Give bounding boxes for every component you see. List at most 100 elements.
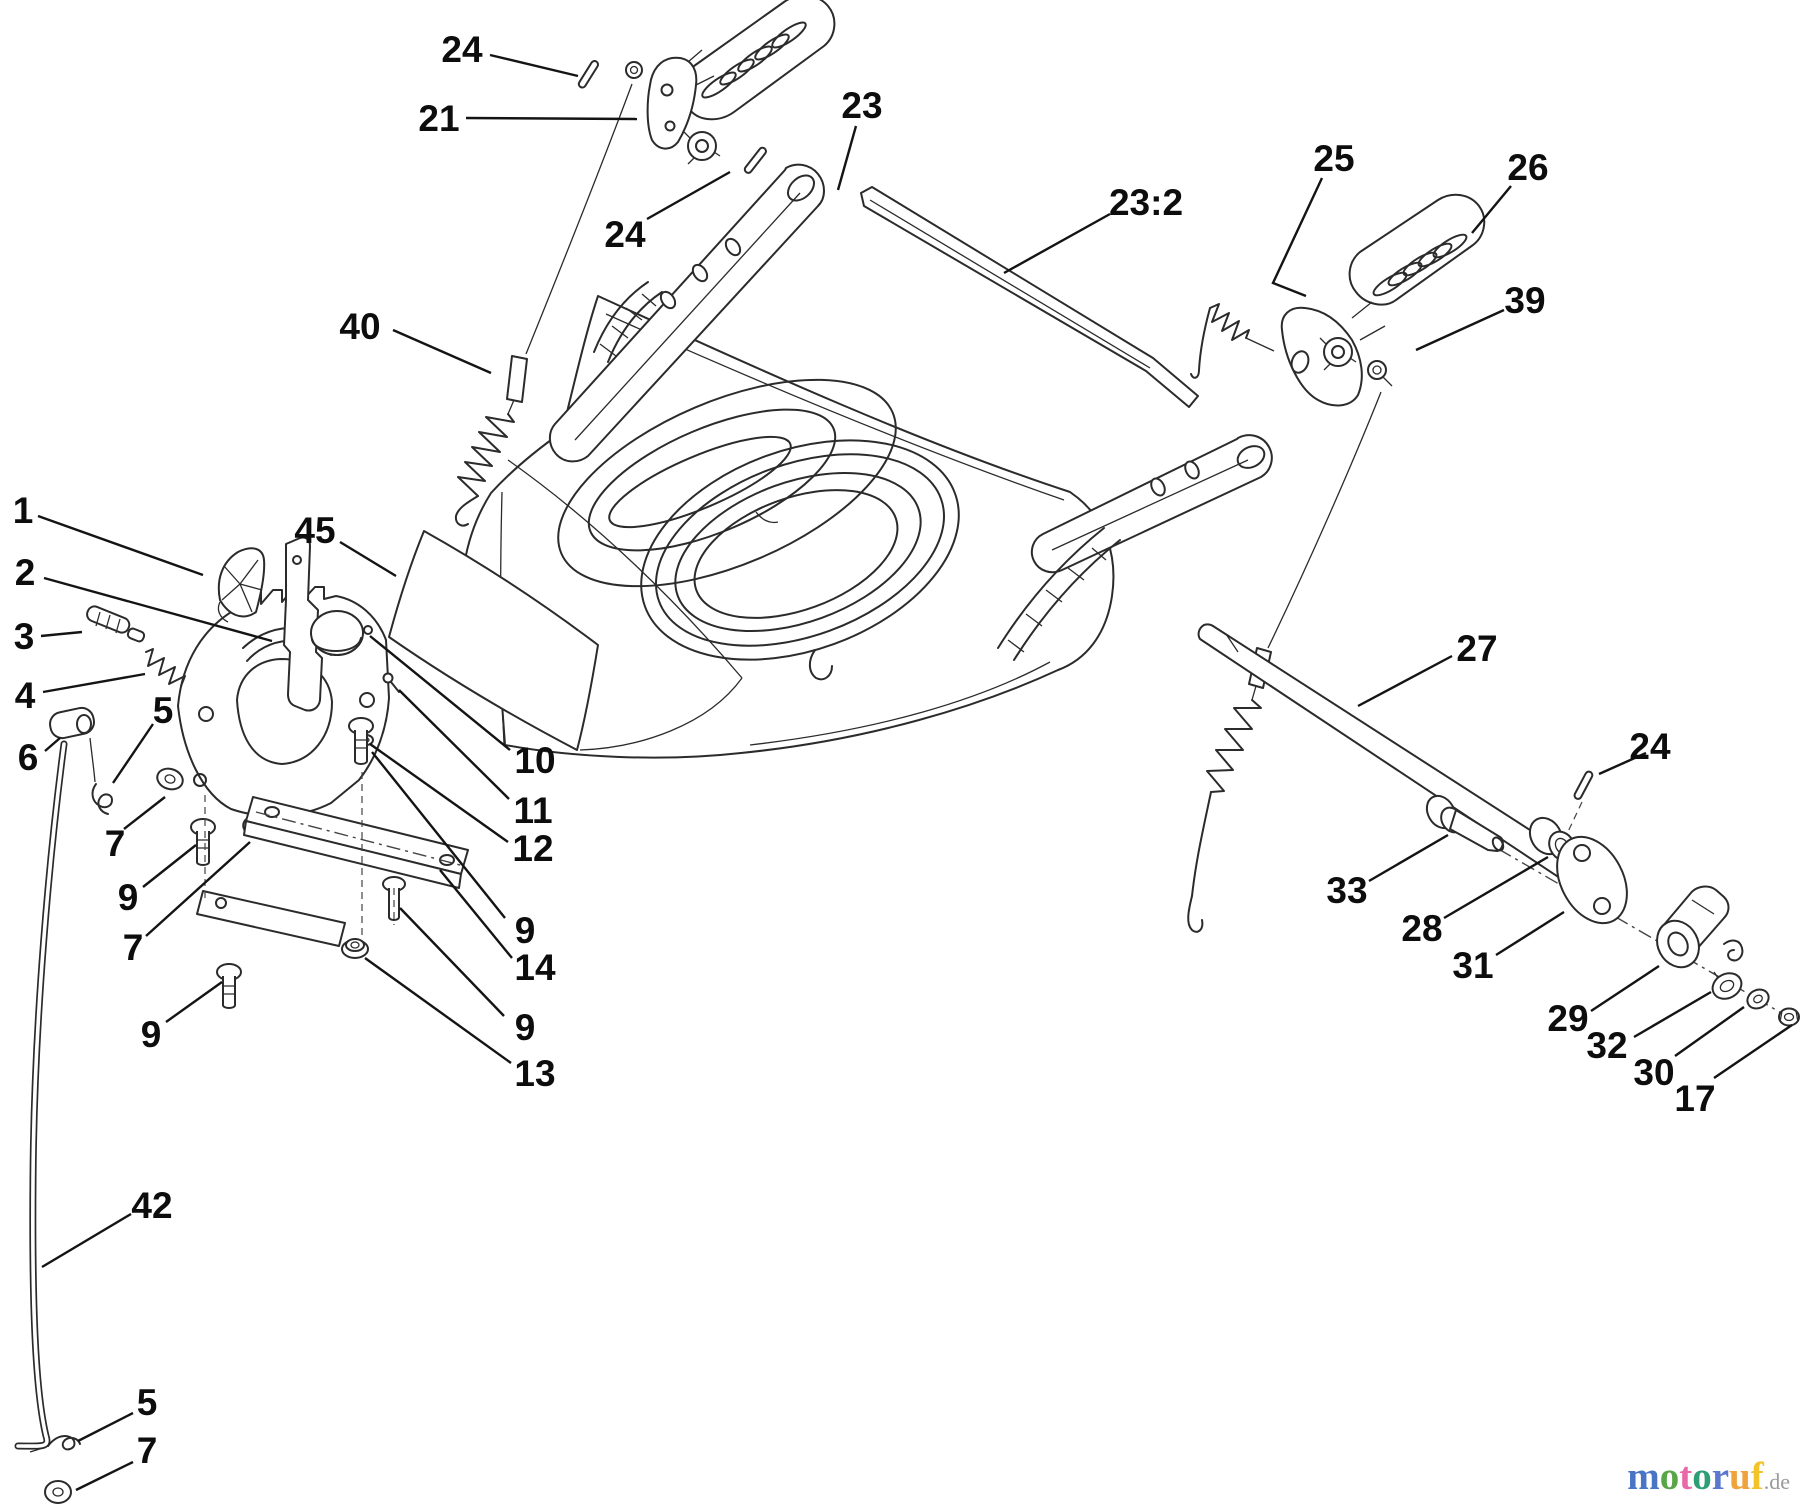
washer-30 bbox=[1746, 988, 1770, 1010]
leader-line-5-bot bbox=[77, 1411, 134, 1443]
leader-line-9-a bbox=[142, 844, 197, 888]
pin-3 bbox=[86, 605, 146, 643]
leader-line-24-top bbox=[489, 53, 579, 78]
shift-lever-2 bbox=[283, 536, 323, 712]
callout-26: 26 bbox=[1471, 147, 1549, 234]
callout-label-5-bot: 5 bbox=[137, 1382, 158, 1423]
callout-label-24-top: 24 bbox=[441, 29, 483, 70]
callout-label-28: 28 bbox=[1401, 908, 1442, 949]
callout-label-32: 32 bbox=[1586, 1025, 1627, 1066]
leader-line-5-top bbox=[112, 723, 154, 784]
callout-7-c: 7 bbox=[75, 1430, 158, 1492]
callout-24-mid: 24 bbox=[604, 170, 731, 255]
callout-23-2: 23:2 bbox=[1003, 182, 1183, 275]
watermark-logo: motoruf.de bbox=[1627, 1454, 1790, 1499]
leader-line-13 bbox=[364, 957, 512, 1064]
callout-31: 31 bbox=[1452, 910, 1565, 986]
callout-label-7-a: 7 bbox=[105, 823, 126, 864]
cable-anchor-bolt bbox=[625, 61, 643, 79]
callout-39: 39 bbox=[1415, 280, 1546, 352]
leader-line-7-c bbox=[75, 1460, 134, 1492]
callout-12: 12 bbox=[369, 743, 554, 869]
callout-label-26: 26 bbox=[1507, 147, 1548, 188]
plate-31 bbox=[1556, 835, 1628, 925]
cotter-pin-5-bottom bbox=[29, 1435, 81, 1453]
callout-9-b: 9 bbox=[141, 981, 223, 1055]
callout-label-1: 1 bbox=[13, 490, 34, 531]
leader-line-23-2 bbox=[1003, 212, 1111, 275]
handle-recess-opening bbox=[557, 378, 897, 588]
watermark-letter: o bbox=[1659, 1455, 1680, 1498]
leader-line-11 bbox=[398, 689, 510, 800]
callout-label-23-2: 23:2 bbox=[1109, 182, 1183, 223]
callout-label-12: 12 bbox=[512, 828, 553, 869]
callout-label-25: 25 bbox=[1313, 138, 1354, 179]
callout-45: 45 bbox=[294, 510, 397, 578]
callout-label-23: 23 bbox=[841, 85, 882, 126]
idler-axis-assembly bbox=[1197, 623, 1800, 1027]
bed-panel bbox=[388, 530, 599, 751]
callout-label-6: 6 bbox=[18, 737, 39, 778]
callout-label-27: 27 bbox=[1456, 628, 1497, 669]
callout-label-10: 10 bbox=[514, 740, 555, 781]
leader-line-12 bbox=[369, 743, 509, 843]
spring-39 bbox=[1206, 699, 1262, 793]
callout-3: 3 bbox=[14, 616, 83, 657]
scraper-blade bbox=[860, 186, 1199, 408]
callout-7-a: 7 bbox=[105, 796, 166, 864]
callout-label-42: 42 bbox=[131, 1185, 172, 1226]
callout-label-31: 31 bbox=[1452, 945, 1493, 986]
callout-label-9-d: 9 bbox=[515, 1007, 536, 1048]
watermark-suffix: .de bbox=[1763, 1469, 1790, 1494]
leader-line-1 bbox=[37, 514, 204, 577]
callout-label-7-c: 7 bbox=[137, 1430, 158, 1471]
spring-25 bbox=[1190, 303, 1275, 379]
shift-knob-1 bbox=[217, 547, 266, 623]
bag-opening bbox=[640, 439, 960, 681]
bolt-9-bottom bbox=[216, 963, 242, 1009]
leader-line-45 bbox=[339, 540, 397, 578]
right-lever-ratchet bbox=[1319, 337, 1357, 371]
leader-line-31 bbox=[1495, 910, 1565, 957]
callout-label-7-b: 7 bbox=[123, 927, 144, 968]
tube-studs bbox=[659, 237, 742, 310]
leader-line-30 bbox=[1674, 1006, 1745, 1057]
leader-line-24-mid bbox=[646, 170, 731, 221]
callout-label-30: 30 bbox=[1633, 1052, 1674, 1093]
lock-washer-32 bbox=[1711, 971, 1743, 1000]
callout-label-3: 3 bbox=[14, 616, 35, 657]
nut-17 bbox=[1778, 1007, 1800, 1027]
leader-line-17 bbox=[1713, 1024, 1793, 1079]
leader-line-23 bbox=[836, 125, 858, 191]
clevis-pin-24-mid bbox=[743, 146, 767, 174]
callout-2: 2 bbox=[15, 552, 273, 643]
right-lever bbox=[1280, 306, 1363, 407]
callout-23: 23 bbox=[836, 85, 883, 191]
leader-line-39 bbox=[1415, 308, 1505, 352]
callout-label-21: 21 bbox=[418, 98, 459, 139]
cable-adjuster-40 bbox=[506, 355, 528, 403]
left-tube-clamp bbox=[593, 281, 663, 363]
clevis-pin-24-top bbox=[577, 60, 600, 89]
clip-wire bbox=[1723, 939, 1744, 962]
callout-label-14: 14 bbox=[514, 947, 556, 988]
lever-29 bbox=[1656, 885, 1744, 969]
spring-40 bbox=[457, 413, 515, 497]
callout-label-9-a: 9 bbox=[118, 877, 139, 918]
callout-25: 25 bbox=[1271, 138, 1355, 298]
callout-5-top: 5 bbox=[112, 690, 173, 784]
callout-label-2: 2 bbox=[15, 552, 36, 593]
callout-33: 33 bbox=[1326, 833, 1449, 911]
leader-line-21 bbox=[465, 116, 638, 121]
leader-line-9-c bbox=[371, 751, 506, 919]
callout-42: 42 bbox=[41, 1185, 173, 1269]
callout-13: 13 bbox=[364, 957, 556, 1094]
callout-14: 14 bbox=[439, 869, 556, 988]
washer-7-a bbox=[156, 767, 184, 791]
spring-4 bbox=[145, 648, 186, 687]
callout-label-40: 40 bbox=[339, 306, 380, 347]
control-rod-42 bbox=[14, 740, 81, 1504]
lever-21 bbox=[646, 56, 698, 150]
callout-9-c: 9 bbox=[371, 751, 535, 951]
